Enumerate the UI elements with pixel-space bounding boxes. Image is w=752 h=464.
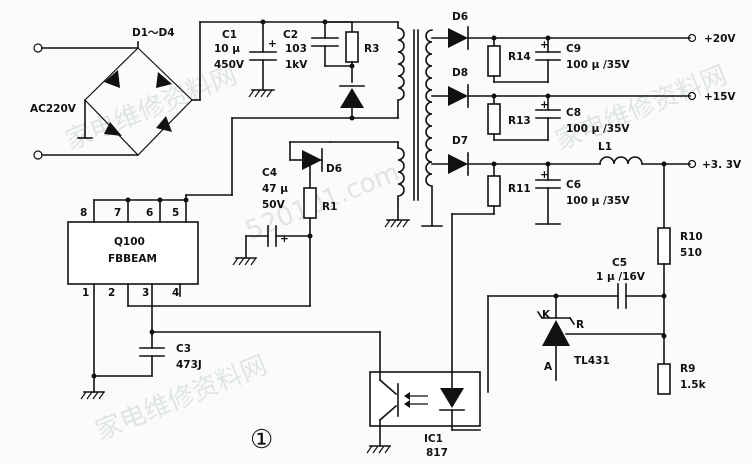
pin1: 1	[82, 287, 89, 299]
r11-label: R11	[508, 183, 531, 195]
c4-value: 47 μ	[262, 183, 288, 195]
r9-value: 1.5k	[680, 379, 707, 391]
c1-voltage: 450V	[214, 59, 245, 71]
pin8: 8	[80, 207, 87, 219]
svg-text:+: +	[540, 169, 549, 181]
c3-name: C3	[176, 343, 191, 355]
ic1-part: 817	[426, 447, 448, 459]
l1-label: L1	[598, 141, 612, 153]
pin2: 2	[108, 287, 115, 299]
r3-label: R3	[364, 43, 379, 55]
c4-name: C4	[262, 167, 277, 179]
pin3: 3	[142, 287, 149, 299]
c1-value: 10 μ	[214, 43, 240, 55]
transformer-primary	[231, 21, 419, 228]
svg-text:+: +	[280, 233, 289, 245]
r1-label: R1	[322, 201, 337, 213]
transformer-secondary	[421, 29, 449, 227]
optocoupler-ic1: IC1 817	[366, 331, 481, 459]
c6-value: 100 μ /35V	[566, 195, 630, 207]
svg-text:+: +	[540, 99, 549, 111]
c6-name: C6	[566, 179, 581, 191]
ic-name: Q100	[114, 236, 145, 248]
bridge-rectifier-d1-d4: D1～D4	[77, 21, 201, 156]
ic-q100: Q100 FBBEAM 8 7 6 5 1 2 3 4	[67, 194, 311, 377]
c1-name: C1	[222, 29, 237, 41]
r10-value: 510	[680, 247, 702, 259]
capacitor-c3: C3 473J	[80, 329, 381, 400]
c4-voltage: 50V	[262, 199, 286, 211]
aux-supply: D6 R1 C4 47 μ 50V +	[232, 141, 342, 307]
pin4: 4	[172, 287, 179, 299]
svg-text:+: +	[540, 39, 549, 51]
pin5: 5	[172, 207, 179, 219]
feedback-network: R10 510 R9 1.5k C5 1 μ /16V K R A TL431	[487, 163, 707, 395]
pin7: 7	[114, 207, 121, 219]
ic-part: FBBEAM	[108, 253, 157, 265]
out20-label: +20V	[704, 33, 736, 45]
d8-label: D8	[452, 67, 468, 79]
tl431-r: R	[576, 319, 584, 331]
output-20v: D6 R14 + C9 100 μ /35V +20V	[448, 11, 736, 83]
output-3v3: D7 R11 + C6 100 μ /35V L1 +3. 3V	[448, 135, 742, 373]
bridge-label: D1～D4	[132, 27, 175, 39]
d6a-label: D6	[326, 163, 342, 175]
c3-value: 473J	[176, 359, 202, 371]
r10-name: R10	[680, 231, 703, 243]
c8-name: C8	[566, 107, 581, 119]
ac-input: AC220V	[30, 43, 139, 160]
svg-text:+: +	[268, 38, 277, 50]
c2-voltage: 1kV	[285, 59, 308, 71]
c8-value: 100 μ /35V	[566, 123, 630, 135]
r13-label: R13	[508, 115, 531, 127]
c2-value: 103	[285, 43, 307, 55]
c9-name: C9	[566, 43, 581, 55]
d6b-label: D6	[452, 11, 468, 23]
c9-value: 100 μ /35V	[566, 59, 630, 71]
c2-name: C2	[283, 29, 298, 41]
tl431-part: TL431	[574, 355, 610, 367]
c5-name: C5	[612, 257, 627, 269]
tl431-k: K	[542, 309, 551, 321]
out33-label: +3. 3V	[702, 159, 742, 171]
ac-label: AC220V	[30, 103, 77, 115]
output-15v: D8 R13 + C8 100 μ /35V +15V	[448, 67, 736, 141]
ic1-name: IC1	[424, 433, 443, 445]
tl431-a: A	[544, 361, 553, 373]
r14-label: R14	[508, 51, 531, 63]
capacitor-c1: C1 10 μ 450V +	[214, 19, 277, 98]
c5-value: 1 μ /16V	[596, 271, 646, 283]
figure-number: ①	[250, 425, 273, 455]
r9-name: R9	[680, 363, 695, 375]
d7-label: D7	[452, 135, 468, 147]
pin6: 6	[146, 207, 153, 219]
out15-label: +15V	[704, 91, 736, 103]
snubber-c2-r3: C2 103 1kV R3	[283, 19, 379, 121]
